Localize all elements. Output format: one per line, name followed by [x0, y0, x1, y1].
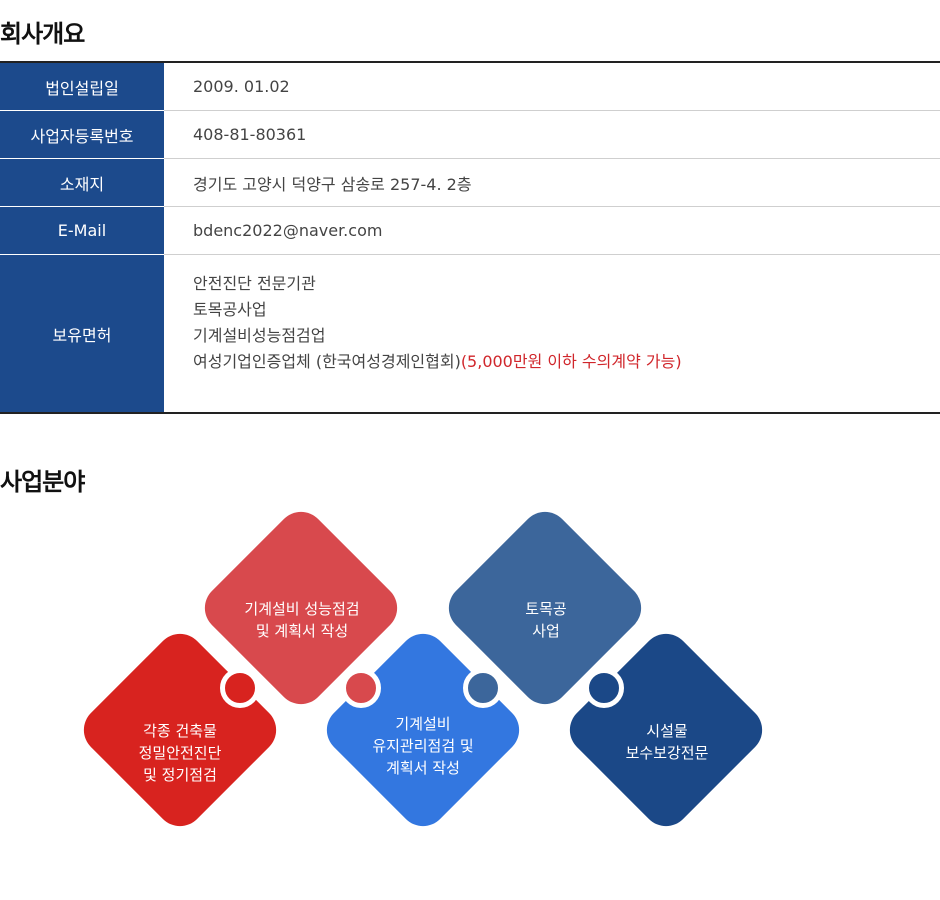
license-item: 안전진단 전문기관	[193, 274, 316, 293]
business-label-mechanical-maintenance: 기계설비 유지관리점검 및 계획서 작성	[372, 715, 474, 777]
address-label: 소재지	[0, 158, 164, 207]
connector-ring-4	[584, 668, 624, 708]
business-label-mechanical-performance: 기계설비 성능점검 및 계획서 작성	[244, 600, 360, 640]
business-number-label: 사업자등록번호	[0, 110, 164, 159]
license-item-women-enterprise: 여성기업인증업체 (한국여성경제인협회)(5,000만원 이하 수의계약 가능)	[193, 349, 940, 375]
info-row-address: 소재지 경기도 고양시 덕양구 삼송로 257-4. 2층	[0, 158, 940, 207]
info-row-email: E-Mail bdenc2022@naver.com	[0, 206, 940, 255]
connector-ring-0	[220, 668, 260, 708]
license-item: 기계설비성능점검업	[193, 326, 326, 345]
info-row-licenses: 보유면허 안전진단 전문기관 토목공사업 기계설비성능점검업 여성기업인증업체 …	[0, 254, 940, 414]
company-overview-title: 회사개요	[0, 20, 85, 48]
info-row-business-number: 사업자등록번호 408-81-80361	[0, 110, 940, 159]
business-label-safety-diagnosis: 각종 건축물 정밀안전진단 및 정기점검	[138, 722, 222, 784]
business-area-title: 사업분야	[0, 468, 85, 496]
license-item: 토목공사업	[193, 300, 267, 319]
licenses-value: 안전진단 전문기관 토목공사업 기계설비성능점검업 여성기업인증업체 (한국여성…	[164, 255, 940, 414]
email-value: bdenc2022@naver.com	[164, 206, 940, 255]
email-label: E-Mail	[0, 206, 164, 255]
license-highlight-note: (5,000만원 이하 수의계약 가능)	[460, 352, 682, 371]
license-text: 여성기업인증업체 (한국여성경제인협회)	[193, 352, 461, 371]
connector-ring-1	[341, 668, 381, 708]
business-label-civil-works: 토목공 사업	[525, 600, 567, 640]
business-area-diagram: 기계설비 성능점검 및 계획서 작성 토목공 사업 각종 건축물 정밀안전진단 …	[0, 500, 940, 900]
founded-value: 2009. 01.02	[164, 62, 940, 111]
company-info-table: 법인설립일 2009. 01.02 사업자등록번호 408-81-80361 소…	[0, 61, 940, 414]
business-number-value: 408-81-80361	[164, 110, 940, 159]
info-row-founded: 법인설립일 2009. 01.02	[0, 62, 940, 111]
connector-ring-3	[463, 668, 503, 708]
address-value: 경기도 고양시 덕양구 삼송로 257-4. 2층	[164, 158, 940, 207]
licenses-label: 보유면허	[0, 254, 164, 413]
founded-label: 법인설립일	[0, 62, 164, 111]
business-label-facility-repair: 시설물 보수보강전문	[625, 722, 709, 762]
